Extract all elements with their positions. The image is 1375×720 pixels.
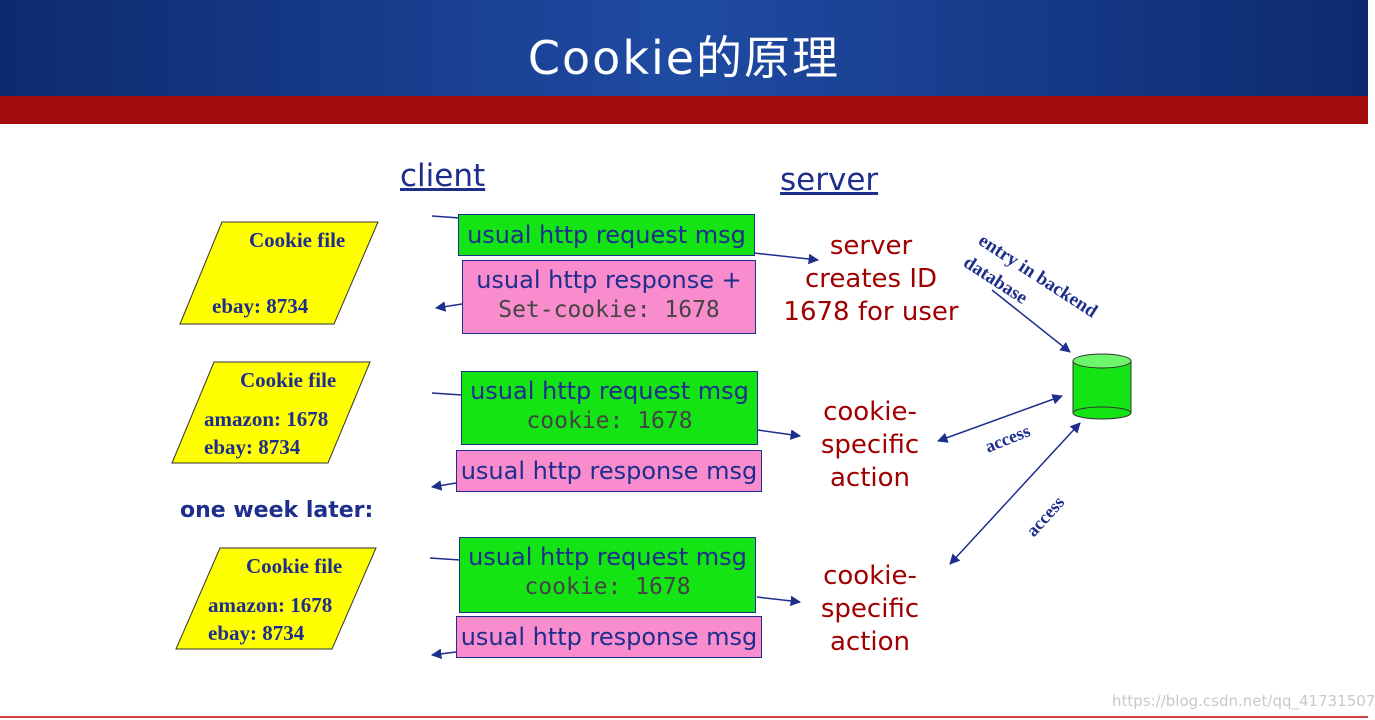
req2-arrow	[757, 429, 802, 440]
response-msg-1: usual http response + Set-cookie: 1678	[462, 260, 756, 334]
request-msg-1: usual http request msg	[458, 214, 755, 256]
req3-arrow	[756, 595, 802, 607]
response-msg-1-setcookie: Set-cookie: 1678	[498, 297, 720, 323]
req3-arrow-tail	[429, 557, 461, 561]
request-msg-2: usual http request msg cookie: 1678	[461, 371, 758, 445]
action2-line-1: cookie-	[823, 561, 917, 591]
server-create-id-text: server creates ID 1678 for user	[776, 230, 966, 329]
action1-line-1: cookie-	[823, 397, 917, 427]
cookie-specific-action-2: cookie- specific action	[800, 560, 940, 659]
req1-arrow-tail	[431, 215, 461, 219]
resp1-arrow	[434, 301, 463, 312]
cookie-file-3-entry-1: amazon: 1678	[208, 593, 333, 617]
request-msg-1-text: usual http request msg	[467, 221, 746, 249]
request-msg-3-cookie: cookie: 1678	[524, 574, 691, 600]
server-create-line-1: server	[829, 231, 913, 261]
database-cylinder	[1072, 353, 1132, 420]
cookie-file-2-header: Cookie file	[240, 368, 337, 392]
db-access-arrow-2	[949, 422, 1081, 565]
cookie-specific-action-1: cookie- specific action	[800, 396, 940, 495]
req2-arrow-tail	[431, 392, 463, 396]
title-banner	[0, 0, 1368, 96]
client-label: client	[400, 158, 486, 194]
req1-arrow	[753, 252, 820, 265]
resp2-arrow	[430, 480, 457, 491]
cookie-file-1-entry-1: ebay: 8734	[212, 294, 309, 318]
one-week-later-label: one week later:	[180, 498, 374, 523]
request-msg-2-line-1: usual http request msg	[470, 377, 749, 405]
action1-line-3: action	[829, 463, 911, 493]
cookie-file-2-entry-1: amazon: 1678	[204, 407, 329, 431]
action1-line-2: specific	[820, 430, 920, 460]
watermark-url: https://blog.csdn.net/qq_41731507	[1112, 692, 1375, 710]
response-msg-1-line-1: usual http response +	[476, 266, 742, 294]
bottom-divider	[0, 716, 1368, 718]
server-label: server	[780, 162, 879, 198]
resp3-arrow	[430, 648, 457, 660]
response-msg-2-text: usual http response msg	[460, 457, 758, 485]
server-create-line-3: 1678 for user	[783, 297, 959, 327]
response-msg-3-text: usual http response msg	[460, 623, 758, 651]
cookie-file-shape-3	[175, 547, 377, 650]
action2-line-2: specific	[820, 594, 920, 624]
request-msg-3-line-1: usual http request msg	[468, 543, 747, 571]
cookie-file-2-entry-2: ebay: 8734	[204, 435, 301, 459]
slide-title: Cookie的原理	[527, 31, 841, 85]
cookie-file-shape-1	[179, 221, 379, 325]
request-msg-3: usual http request msg cookie: 1678	[459, 537, 756, 613]
response-msg-3: usual http response msg	[456, 616, 762, 658]
request-msg-2-cookie: cookie: 1678	[526, 408, 693, 434]
action2-line-3: action	[829, 627, 911, 657]
cookie-file-3-header: Cookie file	[246, 554, 343, 578]
red-divider-bar	[0, 96, 1368, 124]
cookie-file-1-header: Cookie file	[249, 228, 346, 252]
cookie-file-shape-2	[171, 361, 371, 464]
cookie-file-3-entry-2: ebay: 8734	[208, 621, 305, 645]
db-entry-arrow	[991, 289, 1071, 353]
response-msg-2: usual http response msg	[456, 450, 762, 492]
server-create-line-2: creates ID	[804, 264, 938, 294]
